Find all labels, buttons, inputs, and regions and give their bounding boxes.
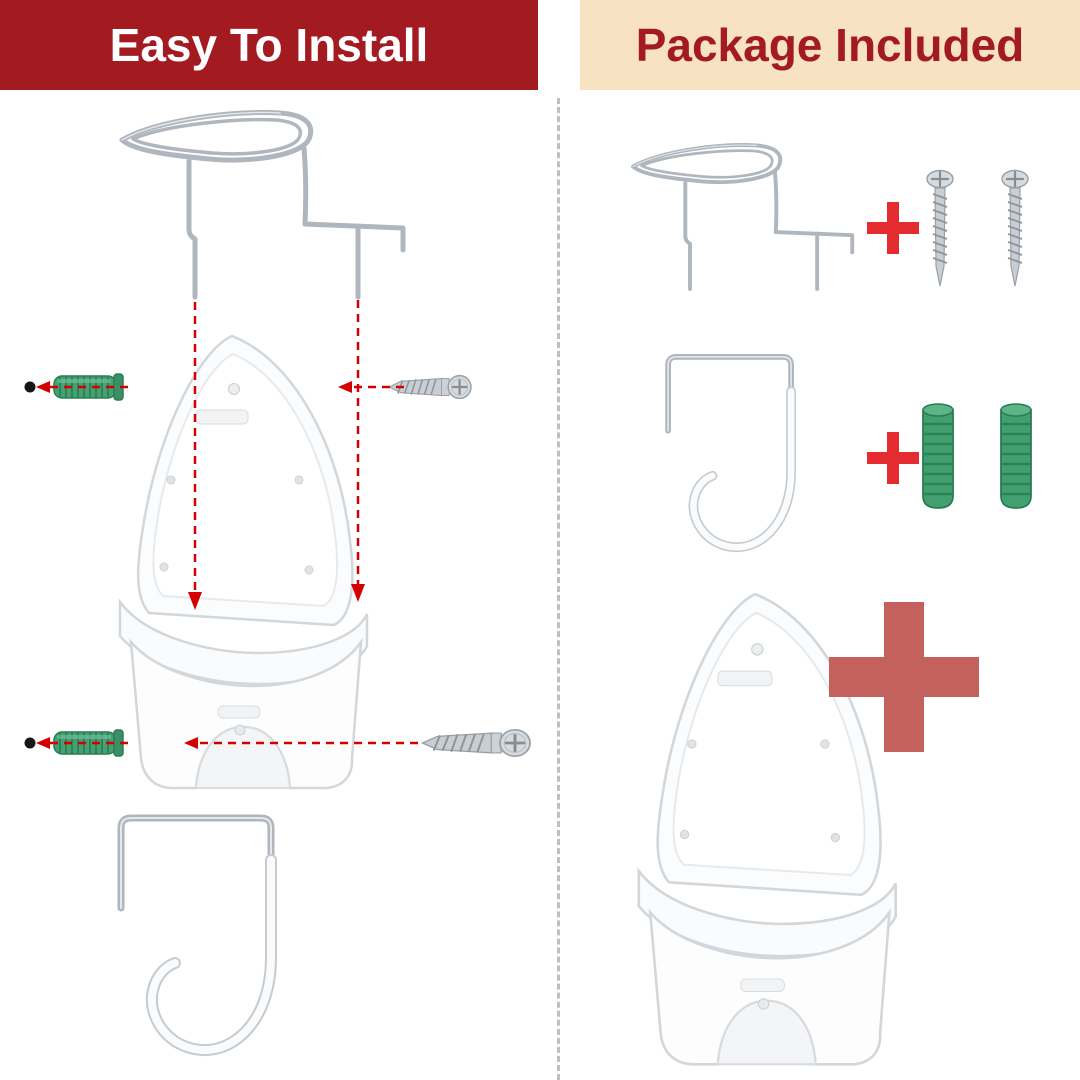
left-panel <box>24 112 532 1050</box>
screw-bottom-right <box>421 728 532 758</box>
header-package-included: Package Included <box>580 0 1080 90</box>
wire-rack-left <box>122 112 403 297</box>
door-hook-left <box>121 818 271 1050</box>
header-right-title: Package Included <box>635 19 1025 71</box>
panel-divider <box>557 98 560 1080</box>
package-screw-1 <box>925 169 955 288</box>
plus-icon-anchors <box>867 432 919 484</box>
iron-holder-left <box>118 334 369 790</box>
right-panel <box>631 143 1033 1066</box>
package-screw-2 <box>1000 169 1030 288</box>
wall-point-bottom-icon <box>24 737 36 749</box>
package-anchor-1 <box>921 402 955 510</box>
wall-point-top-icon <box>24 381 36 393</box>
wire-rack-right <box>631 143 855 291</box>
package-anchor-2 <box>999 402 1033 510</box>
door-hook-right <box>668 357 791 547</box>
header-easy-to-install: Easy To Install <box>0 0 538 90</box>
mounting-guide-arrows <box>36 300 418 749</box>
plus-big-icon <box>829 602 979 752</box>
plus-icon-screws <box>867 202 919 254</box>
header-left-title: Easy To Install <box>109 19 429 71</box>
